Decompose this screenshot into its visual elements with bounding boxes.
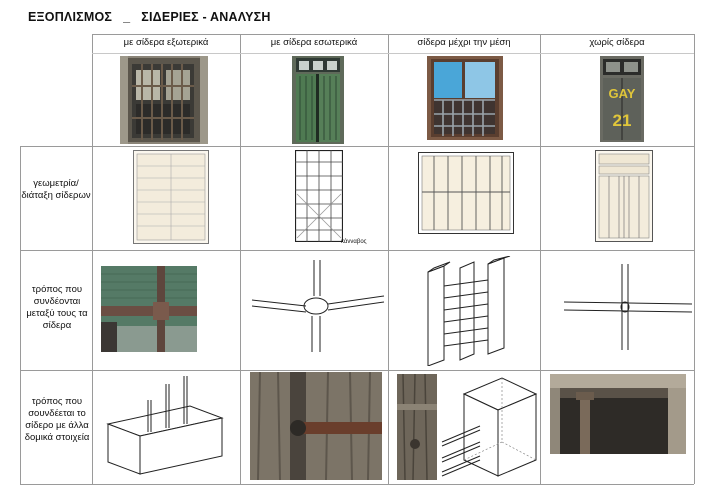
row-header-structure: τρόπος που σουνδέεται το σίδερο με άλλα … <box>24 396 90 443</box>
photo-bar-into-lintel <box>550 374 686 454</box>
photo-window-halfway-bars <box>427 56 503 140</box>
photo-window-no-bars: GAY 21 <box>600 56 644 142</box>
grid-line <box>540 34 541 484</box>
grid-line <box>20 146 694 147</box>
structure-diagram-block <box>104 372 224 476</box>
geometry-diagram-external <box>133 150 209 244</box>
grid-line <box>92 34 93 484</box>
grid-line <box>20 370 694 371</box>
photo-bars-joint <box>101 266 197 352</box>
photo-window-internal-bars <box>292 56 344 144</box>
photo-bar-into-wood <box>250 372 382 480</box>
geometry-diagram-none <box>595 150 653 242</box>
page-title: ΕΞΟΠΛΙΣΜΟΣ _ ΣΙΔΕΡΙΕΣ - ΑΝΑΛΥΣΗ <box>28 10 271 24</box>
structure-diagram-box <box>440 372 540 482</box>
column-header-internal: με σίδερα εσωτερικά <box>270 37 358 48</box>
geometry-diagram-halfway <box>418 152 514 234</box>
column-header-halfway: σίδερα μέχρι την μέση <box>417 37 511 48</box>
grid-line <box>92 34 694 35</box>
grid-line <box>240 34 241 484</box>
column-header-external: με σίδερα εξωτερικά <box>123 37 209 48</box>
row-header-connection: τρόπος που συνδέονται μεταξύ τους τα σίδ… <box>26 284 88 331</box>
grid-line <box>20 146 21 484</box>
grid-line <box>388 34 389 484</box>
grid-line <box>20 484 694 485</box>
grid-line <box>92 53 694 54</box>
sign-text-bottom: 21 <box>613 111 632 130</box>
connection-diagram-frame <box>420 256 512 366</box>
photo-bar-into-sill <box>397 374 437 480</box>
grid-annotation: κάνναβος <box>341 239 367 245</box>
connection-diagram-cross <box>250 258 386 354</box>
sign-text-top: GAY <box>609 86 636 101</box>
row-header-geometry: γεωμετρία/ διάταξη σίδερων <box>21 178 91 201</box>
grid-line <box>694 34 695 484</box>
geometry-diagram-internal <box>295 150 343 242</box>
grid-line <box>20 250 694 251</box>
photo-window-external-bars <box>120 56 208 144</box>
connection-diagram-through <box>562 262 694 352</box>
column-header-none: χωρίς σίδερα <box>589 37 645 48</box>
